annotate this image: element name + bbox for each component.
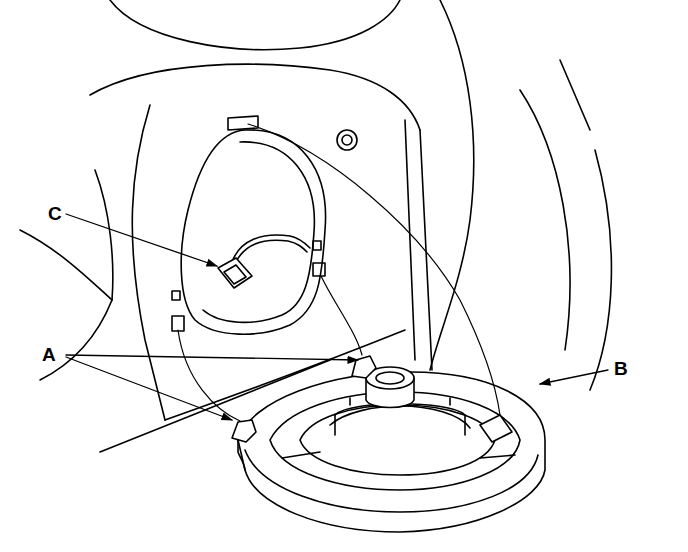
opening-lip [203, 142, 314, 322]
callout-letter: C [46, 203, 64, 224]
callout-leaders [66, 214, 608, 420]
callout-letter: B [612, 358, 630, 379]
mounting-tabs [232, 356, 376, 442]
speaker-opening [181, 130, 325, 334]
callout-letter: A [40, 344, 58, 365]
speaker-unit [238, 367, 545, 532]
connector [218, 235, 310, 288]
alignment-lines [178, 124, 500, 421]
door-panel [20, 0, 611, 452]
